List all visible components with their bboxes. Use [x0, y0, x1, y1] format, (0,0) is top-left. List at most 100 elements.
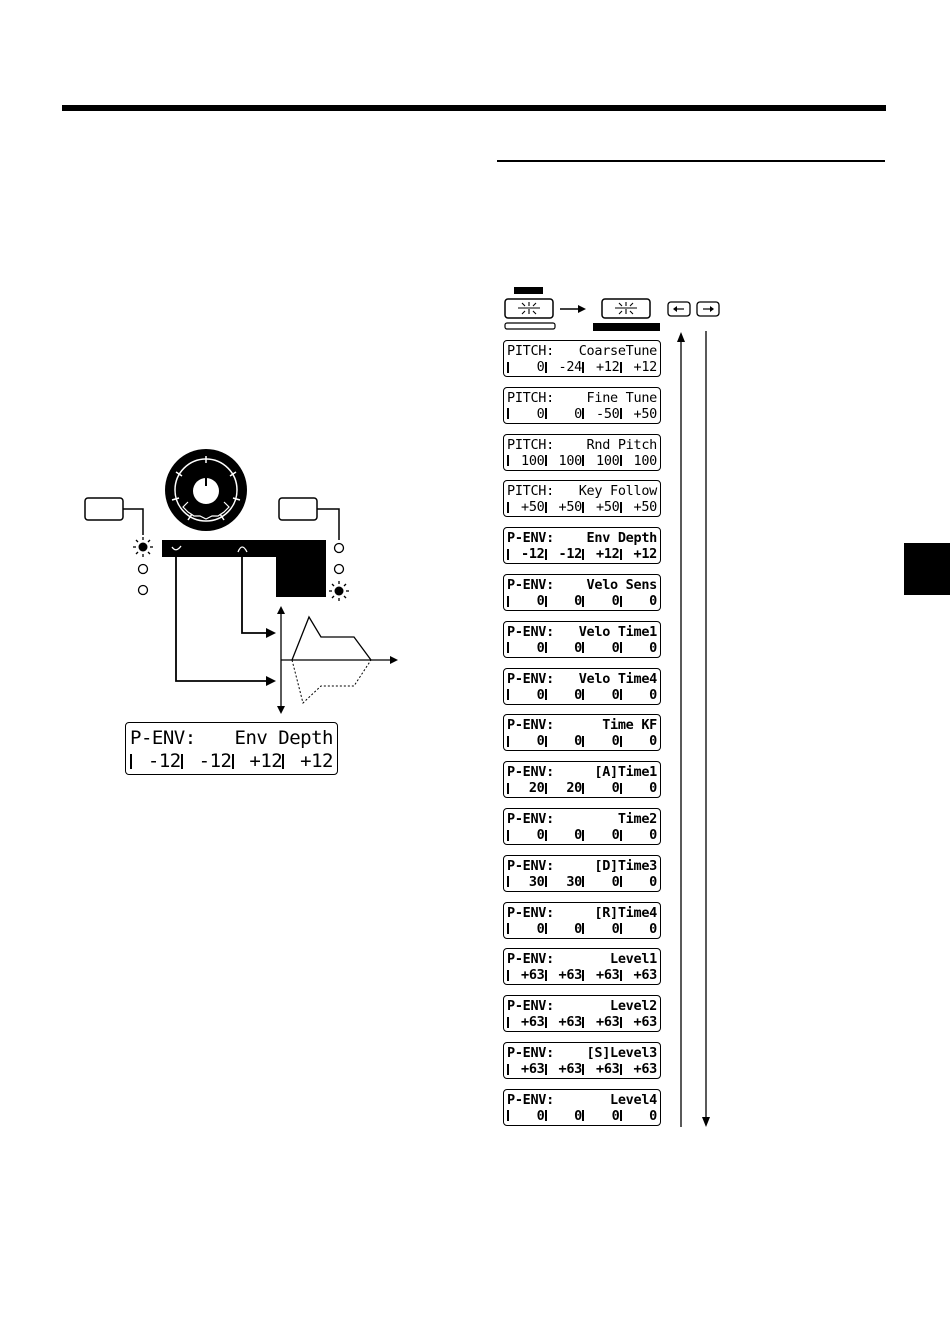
left-button[interactable] [84, 497, 124, 521]
led-off-icon [137, 584, 149, 596]
param-value: 0 [536, 359, 545, 375]
param-value: 0 [649, 733, 657, 750]
param-display: P-ENV:[S]Level3+63+63+63+63 [503, 1042, 661, 1079]
param-value: +63 [633, 1014, 658, 1031]
param-value: 0 [536, 686, 545, 703]
param-value: 100 [558, 452, 583, 469]
param-value: 0 [536, 593, 545, 609]
param-value: 100 [521, 452, 545, 469]
param-value: 20 [566, 780, 582, 797]
lcd-value: +12 [300, 750, 333, 772]
param-value: +12 [633, 546, 658, 563]
param-name: Env Depth [586, 530, 658, 547]
param-name: Level1 [610, 951, 657, 968]
param-name: [R]Time4 [594, 904, 657, 921]
param-value: +12 [633, 359, 658, 375]
value-knob[interactable] [165, 449, 247, 531]
param-value: +50 [633, 405, 658, 422]
arrow-down-icon [702, 1117, 710, 1127]
param-value: 0 [649, 686, 657, 703]
param-value: +63 [521, 1014, 545, 1031]
param-value: 100 [633, 452, 658, 469]
param-name: Velo Sens [586, 577, 658, 593]
cursor-right-button[interactable] [696, 301, 720, 317]
param-group: P-ENV: [507, 1091, 554, 1108]
lcd-line1-left: P-ENV: [130, 727, 196, 749]
param-value: 0 [649, 780, 657, 797]
param-group: PITCH: [507, 343, 554, 359]
param-name: [A]Time1 [594, 764, 657, 781]
param-value: 100 [596, 452, 620, 469]
param-value: +63 [521, 1061, 545, 1077]
param-group: PITCH: [507, 389, 554, 406]
param-group: P-ENV: [507, 857, 554, 874]
param-name: Level4 [610, 1091, 657, 1108]
param-value: -50 [596, 405, 620, 422]
param-group: P-ENV: [507, 764, 554, 781]
param-value: -24 [558, 359, 583, 375]
param-value: +63 [596, 1014, 620, 1031]
param-value: 0 [611, 827, 620, 843]
lcd-display: P-ENV: Env Depth -12 -12 +12 +12 [125, 722, 338, 775]
param-value: 0 [649, 827, 657, 843]
indicator-bar-filled [593, 323, 660, 331]
param-name: [D]Time3 [594, 857, 657, 874]
param-value: +50 [558, 499, 583, 516]
param-group: P-ENV: [507, 811, 554, 827]
param-value: 0 [574, 639, 582, 656]
envelope-graph [277, 606, 398, 714]
param-value: +50 [596, 499, 620, 516]
curve-down-icon [171, 545, 182, 551]
arrow-right-icon [578, 305, 586, 313]
param-group: P-ENV: [507, 951, 554, 968]
param-group: P-ENV: [507, 1045, 554, 1061]
param-value: 0 [611, 1107, 620, 1124]
cursor-left-button[interactable] [667, 301, 691, 317]
param-name: Time2 [617, 811, 657, 827]
param-value: 0 [649, 873, 657, 890]
param-value: +63 [521, 967, 545, 984]
param-value: 0 [611, 780, 620, 797]
param-value: +63 [558, 967, 583, 984]
param-group: P-ENV: [507, 623, 554, 640]
param-value: 0 [574, 686, 582, 703]
param-display: P-ENV: [A]Time1 20 20 0 0 [503, 761, 661, 799]
param-value: 0 [574, 1107, 582, 1124]
param-name: Velo Time4 [578, 670, 658, 687]
lcd-value: -12 [198, 750, 232, 772]
section-rule [497, 160, 885, 162]
param-value: 0 [536, 920, 545, 937]
param-group: PITCH: [507, 483, 554, 500]
arrow-up-icon [677, 332, 685, 342]
flash-icon [518, 302, 540, 315]
param-value: 0 [536, 639, 545, 656]
param-value: 0 [649, 1107, 657, 1124]
param-group: P-ENV: [507, 717, 554, 734]
param-value: 0 [649, 920, 657, 937]
right-button[interactable] [278, 497, 318, 521]
param-display: P-ENV:Env Depth-12-12+12+12 [503, 527, 661, 565]
indicator-bar-outline [504, 322, 556, 330]
param-value: -12 [558, 546, 583, 563]
param-display: P-ENV:Level2+63+63+63+63 [503, 995, 661, 1033]
param-value: -12 [521, 546, 545, 563]
led-off-icon [137, 563, 149, 575]
param-group: PITCH: [507, 436, 554, 453]
param-value: +63 [596, 1061, 620, 1077]
top-rule [62, 105, 886, 111]
function-label-bar [162, 540, 326, 597]
param-value: 20 [528, 780, 545, 797]
param-display: PITCH:Key Follow+50+50+50+50 [503, 480, 661, 518]
param-value: 0 [536, 733, 545, 750]
param-value: 30 [566, 873, 582, 890]
param-value: +63 [558, 1014, 583, 1031]
lcd-value: +12 [249, 750, 283, 772]
chapter-tab [904, 543, 950, 595]
param-value: 0 [574, 593, 582, 609]
